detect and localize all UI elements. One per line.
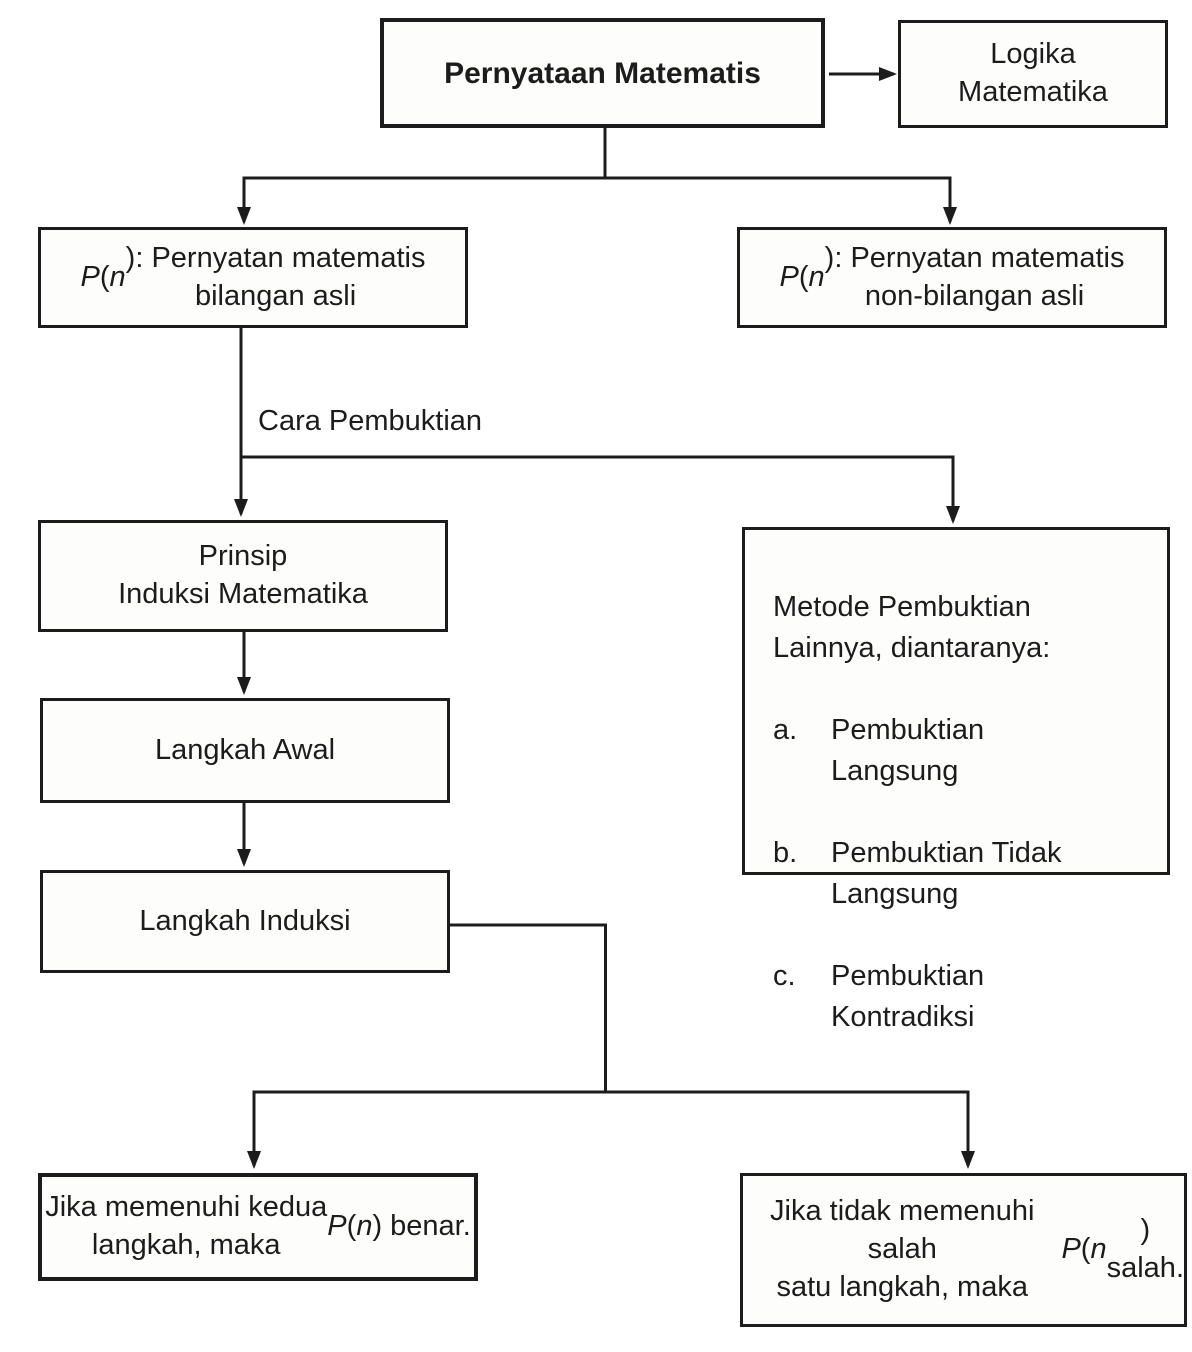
box-metode-pembuktian: Metode Pembuktian Lainnya, diantaranya: … (742, 527, 1170, 1033)
cara-pembuktian-label: Cara Pembuktian (258, 405, 483, 437)
edge-pernyataan-split (244, 128, 950, 180)
list-marker: c. (773, 960, 796, 992)
box-pernyataan-matematis: Pernyataan Matematis (380, 18, 825, 128)
list-marker: a. (773, 714, 798, 746)
list-item: c. Pembuktian Kontradiksi (773, 956, 1147, 1038)
box-langkah-awal: Langkah Awal (40, 698, 450, 803)
box-logika-matematika: Logika Matematika (898, 20, 1168, 128)
list-item-text: Pembuktian Langsung (831, 714, 985, 787)
box-prinsip-induksi: Prinsip Induksi Matematika (38, 520, 448, 632)
list-marker: b. (773, 837, 798, 869)
list-item: a. Pembuktian Langsung (773, 710, 1147, 792)
edge-induksi-elbow (450, 923, 607, 1092)
list-item: b. Pembuktian Tidak Langsung (773, 833, 1147, 915)
box-langkah-induksi: Langkah Induksi (40, 870, 450, 973)
list-item-text: Pembuktian Kontradiksi (831, 960, 985, 1033)
list-item-text: Pembuktian Tidak Langsung (831, 837, 1062, 910)
metode-heading: Metode Pembuktian Lainnya, diantaranya: (773, 591, 1051, 664)
